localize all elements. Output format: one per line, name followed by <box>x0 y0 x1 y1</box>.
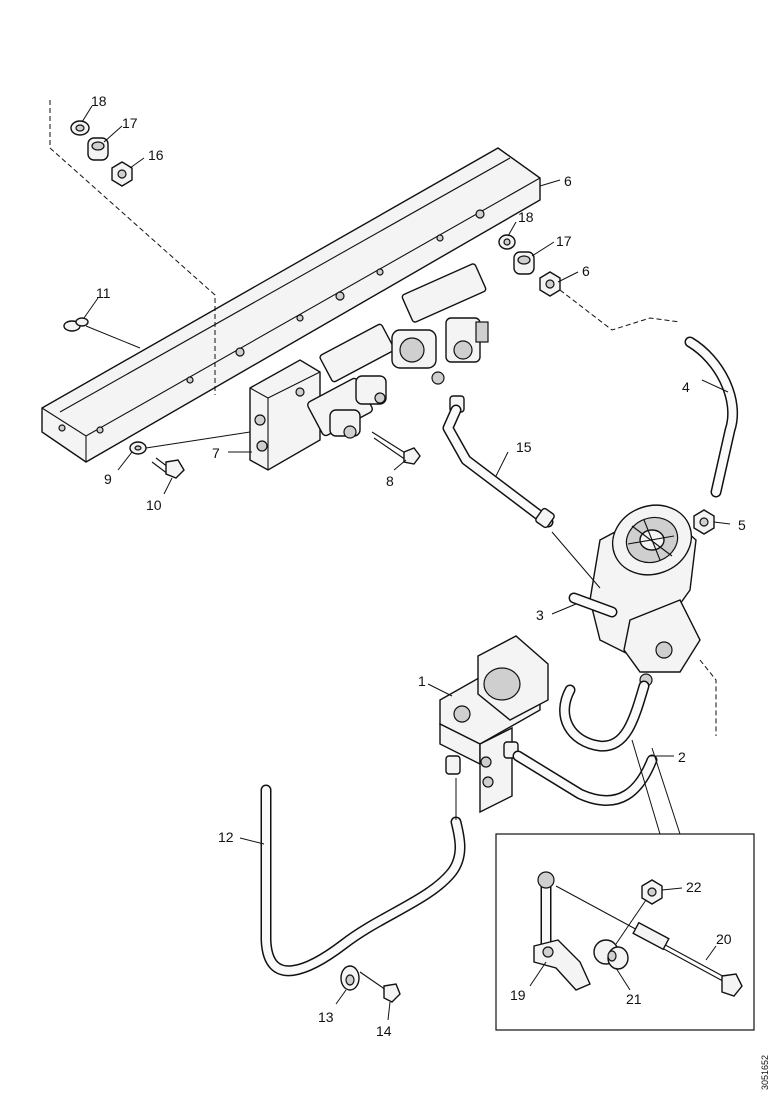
motor-3 <box>589 504 701 687</box>
callout-6-upper: 6 <box>564 173 572 189</box>
callout-19: 19 <box>510 987 526 1003</box>
callout-6-right: 6 <box>582 263 590 279</box>
callout-22: 22 <box>686 879 702 895</box>
pipe-15 <box>442 404 555 529</box>
mounting-rail <box>41 147 541 463</box>
callout-12: 12 <box>218 829 234 845</box>
washer-18-right <box>498 234 516 250</box>
bolt-10 <box>151 457 185 479</box>
callout-18-upper: 18 <box>91 93 107 109</box>
nut-22 <box>641 879 663 905</box>
spacer-17-upper <box>87 137 109 161</box>
callout-5: 5 <box>738 517 746 533</box>
nut-6-right <box>539 271 561 297</box>
solenoid-valve-d <box>401 263 489 363</box>
drawing-reference-number: 3051652 <box>760 1055 770 1090</box>
bracket-19 <box>533 871 591 991</box>
washer-18-upper <box>70 120 90 136</box>
callout-13: 13 <box>318 1009 334 1025</box>
callout-18-right: 18 <box>518 209 534 225</box>
callout-7: 7 <box>212 445 220 461</box>
hose-2 <box>512 680 658 806</box>
bolt-20 <box>555 885 743 997</box>
bushing-21 <box>593 939 629 970</box>
detail-inset-frame <box>495 833 755 1031</box>
motor-mount-dash <box>699 659 717 736</box>
callout-1: 1 <box>418 673 426 689</box>
washer-9 <box>129 441 147 455</box>
callout-20: 20 <box>716 931 732 947</box>
callout-17-upper: 17 <box>122 115 138 131</box>
spacer-17-right <box>513 251 535 275</box>
callout-14: 14 <box>376 1023 392 1039</box>
leader-lines <box>81 105 731 1021</box>
hose-12 <box>260 784 466 977</box>
clip-11 <box>63 317 89 332</box>
solenoid-valve-b <box>319 323 395 405</box>
callout-4: 4 <box>682 379 690 395</box>
callout-11: 11 <box>96 285 111 301</box>
callout-labels: 18 17 16 6 18 17 6 11 4 7 8 9 10 15 5 3 … <box>91 93 746 1039</box>
clamp-13 <box>340 965 360 991</box>
callout-16: 16 <box>148 147 164 163</box>
callout-10: 10 <box>146 497 162 513</box>
valve-unit-1 <box>439 635 549 814</box>
callout-15: 15 <box>516 439 532 455</box>
callout-2: 2 <box>678 749 686 765</box>
callout-17-right: 17 <box>556 233 572 249</box>
bolt-14 <box>359 971 401 1003</box>
fitting-lower <box>445 755 461 775</box>
assembly-dash-line <box>49 100 216 395</box>
callout-21: 21 <box>626 991 642 1007</box>
callout-8: 8 <box>386 473 394 489</box>
hose-4 <box>684 336 739 498</box>
nut-16 <box>111 161 133 187</box>
callout-3: 3 <box>536 607 544 623</box>
detail-pointer <box>631 739 661 835</box>
nut-5 <box>693 509 715 535</box>
callout-9: 9 <box>104 471 112 487</box>
bolt-axis-dash <box>559 289 681 331</box>
valve-block-7 <box>249 359 321 471</box>
solenoid-valve-c <box>391 329 445 385</box>
motor-shaft <box>568 592 618 618</box>
bolt-8 <box>371 431 421 465</box>
